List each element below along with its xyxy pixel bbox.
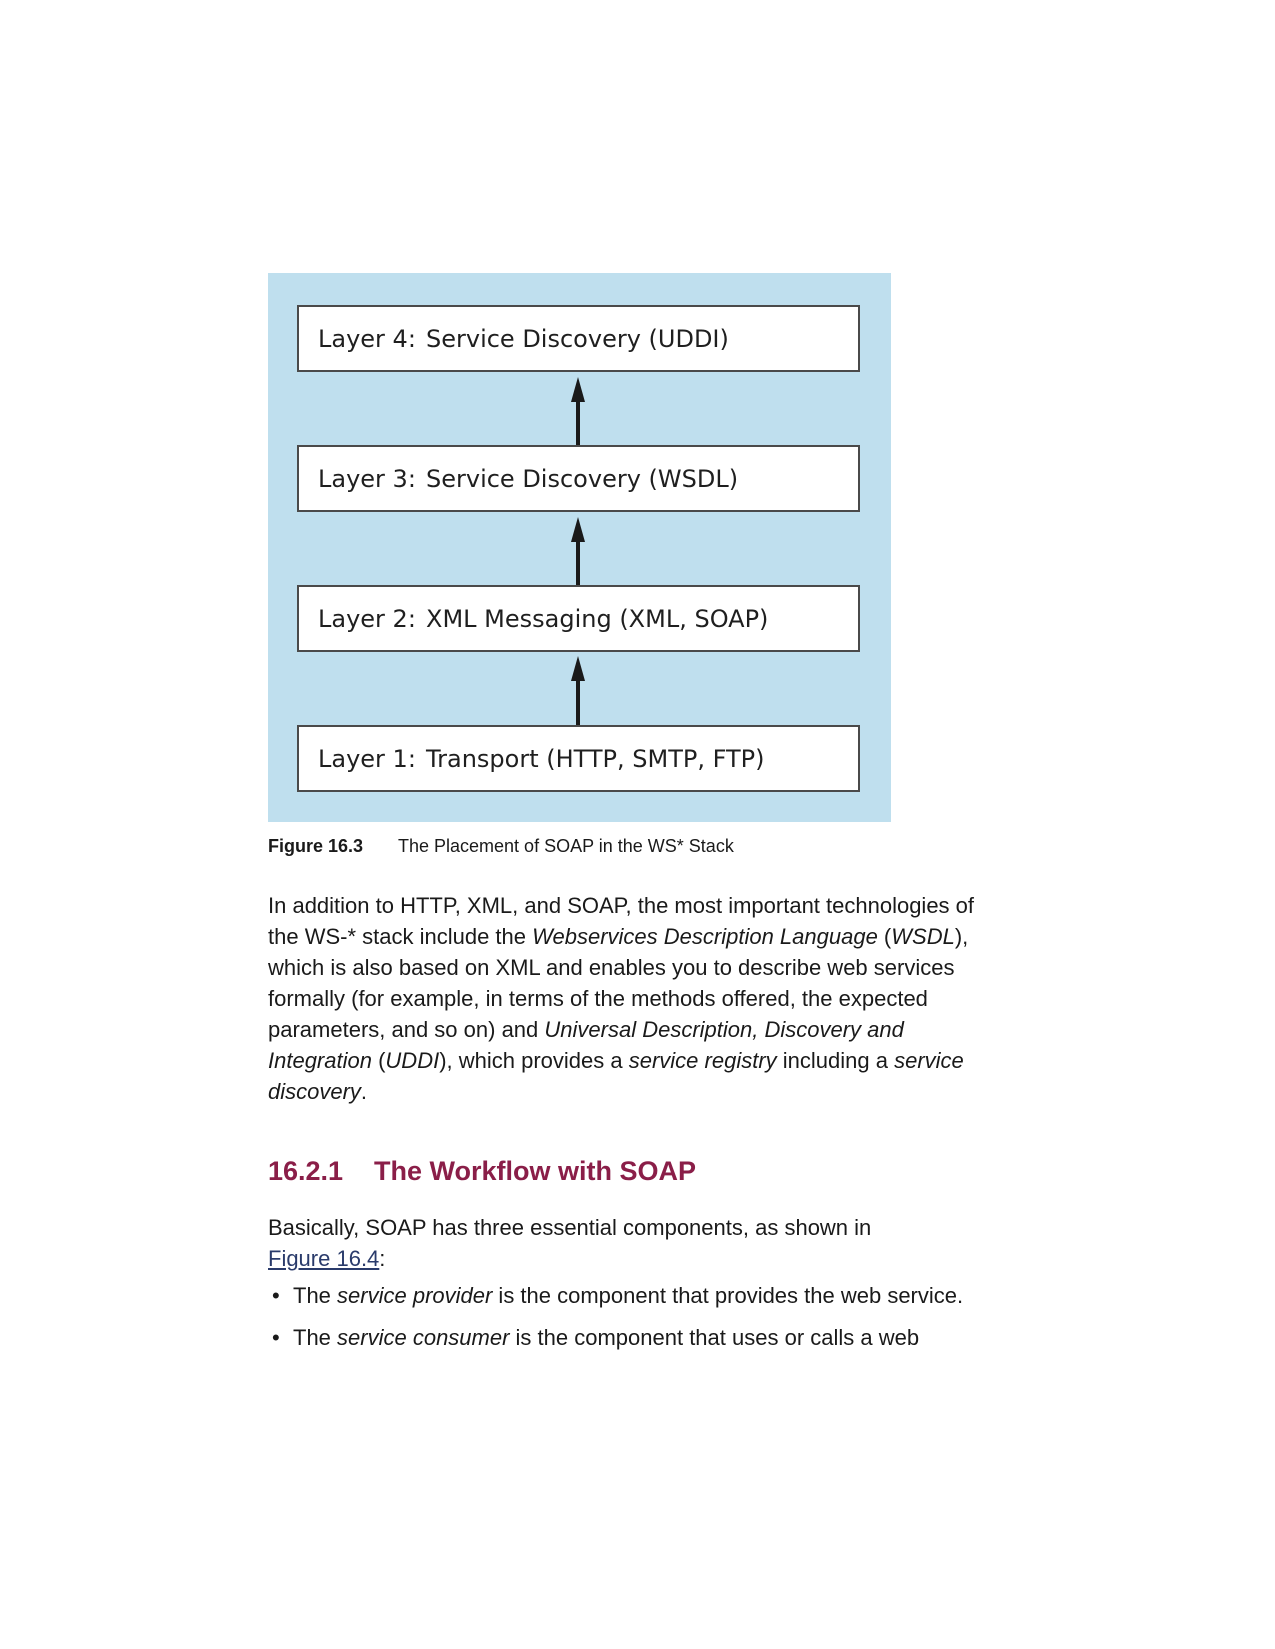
layer-description: XML Messaging (XML, SOAP) — [426, 604, 769, 633]
section-number: 16.2.1 — [268, 1156, 344, 1186]
figure-16-4-link[interactable]: Figure 16.4 — [268, 1246, 380, 1271]
body-paragraph-2: Basically, SOAP has three essential comp… — [268, 1212, 908, 1274]
text-run: The — [293, 1325, 338, 1350]
text-run: ), which is also based on XML and enable… — [268, 924, 969, 1042]
text-run: The — [293, 1283, 338, 1308]
layer-arrows — [571, 377, 585, 725]
layer-3-box: Layer 3: Service Discovery (WSDL) — [297, 445, 860, 512]
text-run: . — [360, 1079, 368, 1104]
figure-caption-text: The Placement of SOAP in the WS* Stack — [398, 836, 734, 856]
term-wsdl: Webservices Description Language — [532, 924, 878, 949]
body-paragraph-1: In addition to HTTP, XML, and SOAP, the … — [268, 890, 1008, 1107]
term-service-discovery: service discovery — [268, 1048, 964, 1104]
component-list: • The service provider is the component t… — [268, 1280, 963, 1364]
term-service-registry: service registry — [628, 1048, 777, 1073]
term-wsdl-abbr: WSDL — [891, 924, 955, 949]
layer-1-box: Layer 1: Transport (HTTP, SMTP, FTP) — [297, 725, 860, 792]
text-run: ( — [371, 1048, 386, 1073]
term-service-consumer: service consumer — [337, 1325, 510, 1350]
list-item: • The service provider is the component t… — [268, 1280, 963, 1322]
layer-description: Service Discovery (UDDI) — [426, 324, 729, 353]
arrow-layer1-to-layer2 — [571, 656, 585, 725]
layer-number: Layer 1: — [318, 744, 416, 773]
arrow-layer2-to-layer3 — [571, 517, 585, 586]
text-run: is the component that provides the web s… — [492, 1283, 964, 1308]
layer-number: Layer 2: — [318, 604, 416, 633]
text-run: Basically, SOAP has three essential comp… — [268, 1215, 872, 1240]
text-run: ), which provides a — [439, 1048, 629, 1073]
figure-caption: Figure 16.3 The Placement of SOAP in the … — [268, 836, 734, 857]
term-uddi: Universal Description, Discovery and Int… — [268, 1017, 904, 1073]
list-item: • The service consumer is the component t… — [268, 1322, 963, 1364]
layer-description: Transport (HTTP, SMTP, FTP) — [426, 744, 765, 773]
bullet-marker: • — [272, 1283, 280, 1308]
text-run: : — [379, 1246, 386, 1271]
text-run: ( — [877, 924, 892, 949]
text-run: In addition to HTTP, XML, and SOAP, the … — [268, 893, 975, 949]
layer-description: Service Discovery (WSDL) — [426, 464, 739, 493]
text-run: including a — [776, 1048, 895, 1073]
layer-number: Layer 3: — [318, 464, 416, 493]
figure-label: Figure 16.3 — [268, 836, 364, 856]
term-uddi-abbr: UDDI — [385, 1048, 440, 1073]
section-heading: 16.2.1 The Workflow with SOAP — [268, 1156, 696, 1187]
bullet-marker: • — [272, 1325, 280, 1350]
arrow-layer3-to-layer4 — [571, 377, 585, 446]
section-title: The Workflow with SOAP — [374, 1156, 697, 1186]
layer-2-box: Layer 2: XML Messaging (XML, SOAP) — [297, 585, 860, 652]
layer-4-box: Layer 4: Service Discovery (UDDI) — [297, 305, 860, 372]
layer-number: Layer 4: — [318, 324, 416, 353]
term-service-provider: service provider — [337, 1283, 493, 1308]
ws-stack-figure: Layer 4: Service Discovery (UDDI) Layer … — [268, 273, 891, 822]
text-run: is the component that uses or calls a we… — [509, 1325, 920, 1350]
